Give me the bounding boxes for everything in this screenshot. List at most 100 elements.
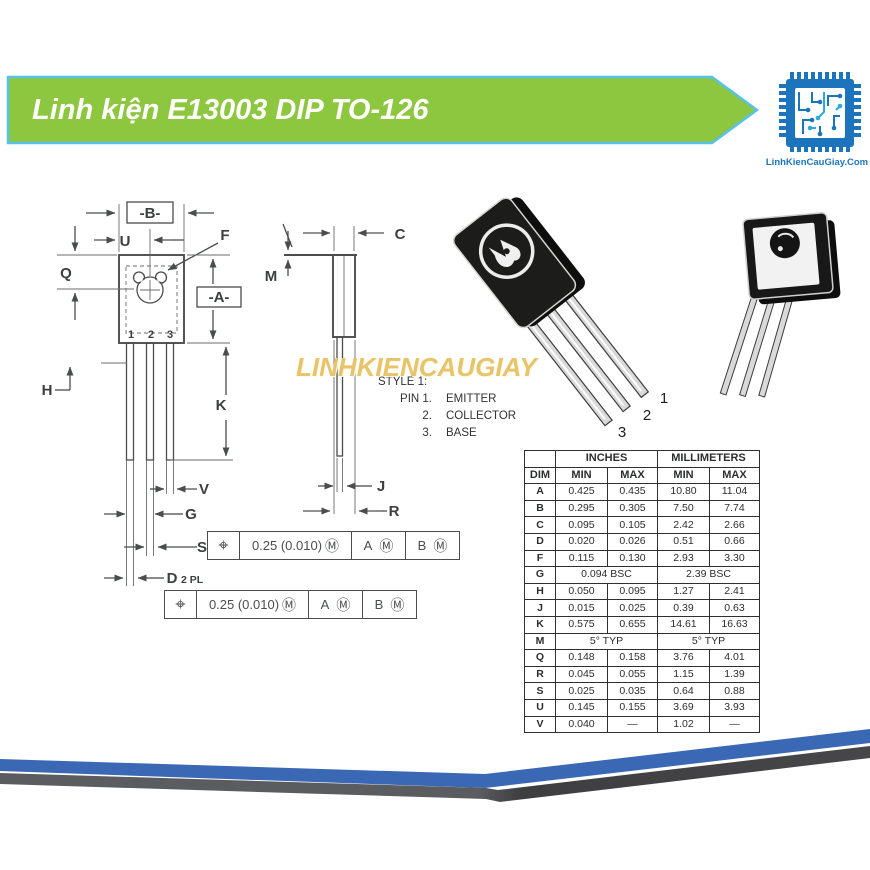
dim-cell: 5° TYP [657,632,760,651]
dim-cell: V [524,715,556,734]
front-pin-3: 3 [167,329,173,341]
dim-cell: 0.020 [555,532,608,551]
dim-cell: 0.045 [555,665,608,684]
table-header-units: INCHES MILLIMETERS [524,450,760,468]
dim-cell: 0.575 [555,615,608,634]
dim-label-S: S [197,539,207,556]
photo2-leads [719,294,793,398]
photo-emblem-mark [488,239,521,267]
pin-label: 3. [422,427,432,439]
dim-cell: 0.88 [709,682,760,700]
dim-cell: 0.025 [607,599,658,617]
dim-cell: U [524,698,556,717]
dim-cell: F [524,549,556,568]
inches-header: INCHES [555,450,658,468]
dim-cell: 5° TYP [555,632,658,651]
pin-name: BASE [446,427,477,439]
dim-cell: A [524,483,556,501]
table-header-minmax: DIM MIN MAX MIN MAX [524,466,760,485]
dim-cell: 0.148 [555,649,608,667]
logo-caption: LinhKienCauGiay.Com [765,157,869,168]
pin-label: 2. [422,410,432,422]
photo-emblem-ring [478,223,535,279]
pin-name: COLLECTOR [446,410,517,422]
datum-letter: A [320,597,330,612]
mmc-modifier-icon: Ⓜ [433,537,448,554]
dim-cell: 0.130 [607,549,658,568]
tolerance-number: 0.25 (0.010) [208,597,280,612]
photo-pin-3: 3 [618,424,626,441]
dim-cell: 0.040 [555,715,608,734]
dim-cell: H [524,582,556,601]
dim-cell: R [524,665,556,684]
footer-stripe-blue [0,729,870,788]
dim-cell: 0.63 [709,599,760,617]
dim-cell: 3.93 [709,698,760,717]
dim-cell: 0.025 [555,682,608,700]
dim-cell: 7.50 [657,499,710,518]
dim-label-U: U [120,233,131,250]
dim-cell: 0.095 [555,516,608,534]
dim-cell: 16.63 [709,615,760,634]
pin-note-row: 2. COLLECTOR [378,408,516,425]
front-pin-2: 2 [148,329,154,341]
photo-pin-1: 1 [660,390,668,407]
dim-cell: — [607,715,658,734]
front-pin-1: 1 [128,329,134,341]
banner-arrow-shape [6,75,760,145]
dim-cell: 1.02 [657,715,710,734]
dim-cell: 2.41 [709,582,760,601]
datum-letter: B [374,597,384,612]
mmc-modifier-icon: Ⓜ [390,596,405,613]
dim-cell: 3.76 [657,649,710,667]
dim-cell: 0.026 [607,532,658,551]
dim-cell: Q [524,649,556,667]
dim-label-J: J [377,478,385,495]
tolerance-number: 0.25 (0.010) [251,538,323,553]
dim-cell: C [524,516,556,534]
tolerance-value: 0.25 (0.010)Ⓜ [196,591,308,618]
pin-label: PIN 1. [400,393,432,405]
dim-cell: 0.64 [657,682,710,700]
dim-cell: 7.74 [709,499,760,518]
dim-cell: 0.66 [709,532,760,551]
mmc-modifier-icon: Ⓜ [282,596,297,613]
tolerance-value: 0.25 (0.010)Ⓜ [239,532,351,559]
dim-cell: 2.42 [657,516,710,534]
pin-style-notes: STYLE 1: PIN 1. EMITTER 2. COLLECTOR 3. … [378,374,516,442]
dim-label-A: -A- [209,289,230,306]
position-tolerance-icon: ⌖ [175,594,186,614]
dim-cell: 2.93 [657,549,710,568]
dim-cell: 14.61 [657,615,710,634]
dim-header: DIM [524,466,556,485]
dim-cell: J [524,599,556,617]
style-title: STYLE 1: [378,376,428,388]
mmc-modifier-icon: Ⓜ [336,596,351,613]
pin-note-row: PIN 1. EMITTER [378,391,516,408]
dim-cell: — [709,715,760,734]
dim-label-Q: Q [60,265,72,282]
dim-cell: M [524,632,556,651]
dim-cell: 0.035 [607,682,658,700]
dim-label-K: K [216,397,227,414]
footer-stripes [0,729,870,802]
watermark-text: LINHKIENCAUGIAY [296,352,537,382]
dim-cell: 0.435 [607,483,658,501]
min-header: MIN [657,466,710,485]
photo-pin-2: 2 [643,407,651,424]
front-view-drawing: 1 2 3 -B- U F [42,201,242,587]
dim-cell: 1.15 [657,665,710,684]
